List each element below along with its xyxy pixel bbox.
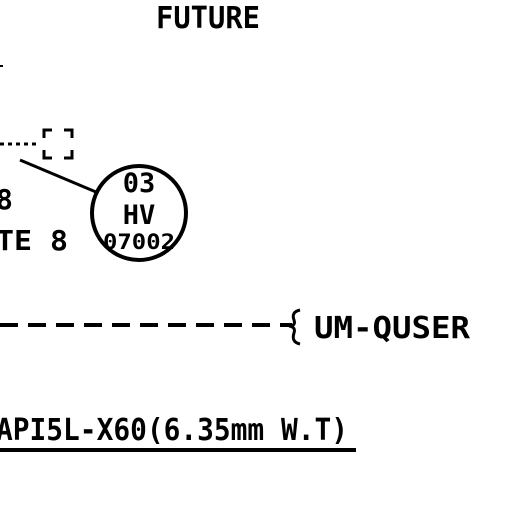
- line-break-symbol: [288, 308, 301, 346]
- valve-tag-number: 07002: [103, 230, 175, 254]
- future-label: FUTURE: [156, 1, 260, 36]
- valve-bubble-circle: [90, 164, 188, 262]
- pipe-spec-label: API5L-X60(6.35mm W.T): [0, 413, 348, 448]
- valve-type-code: HV: [123, 200, 156, 231]
- leader-line: [19, 158, 97, 194]
- valve-tag-bubble: 03 HV 07002: [90, 164, 188, 262]
- future-dashed-box: [42, 128, 74, 160]
- valve-line-number: 03: [123, 168, 156, 199]
- flow-target-label: UM-QUSER: [314, 311, 471, 346]
- partial-number-label: 8: [0, 183, 13, 216]
- partial-route-label: TE 8: [0, 224, 68, 257]
